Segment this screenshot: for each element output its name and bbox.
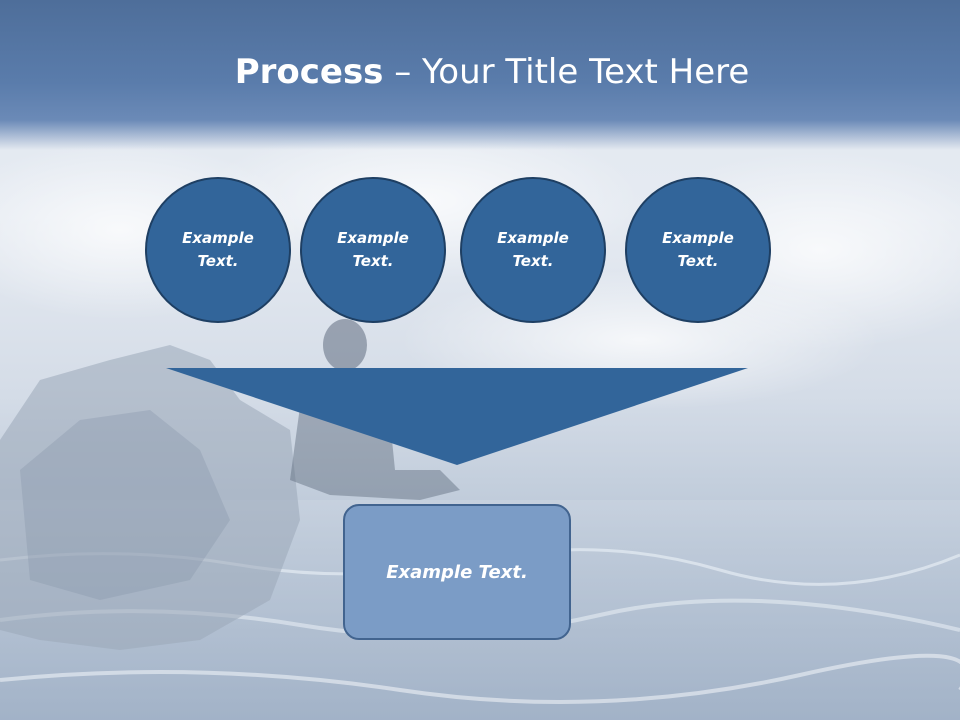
result-text: Example Text. (386, 561, 528, 583)
slide-title: Process – Your Title Text Here (0, 52, 960, 92)
title-rest: – Your Title Text Here (383, 52, 750, 92)
title-band (0, 0, 960, 150)
result-box: Example Text. (343, 504, 571, 640)
title-bold: Process (234, 52, 384, 92)
